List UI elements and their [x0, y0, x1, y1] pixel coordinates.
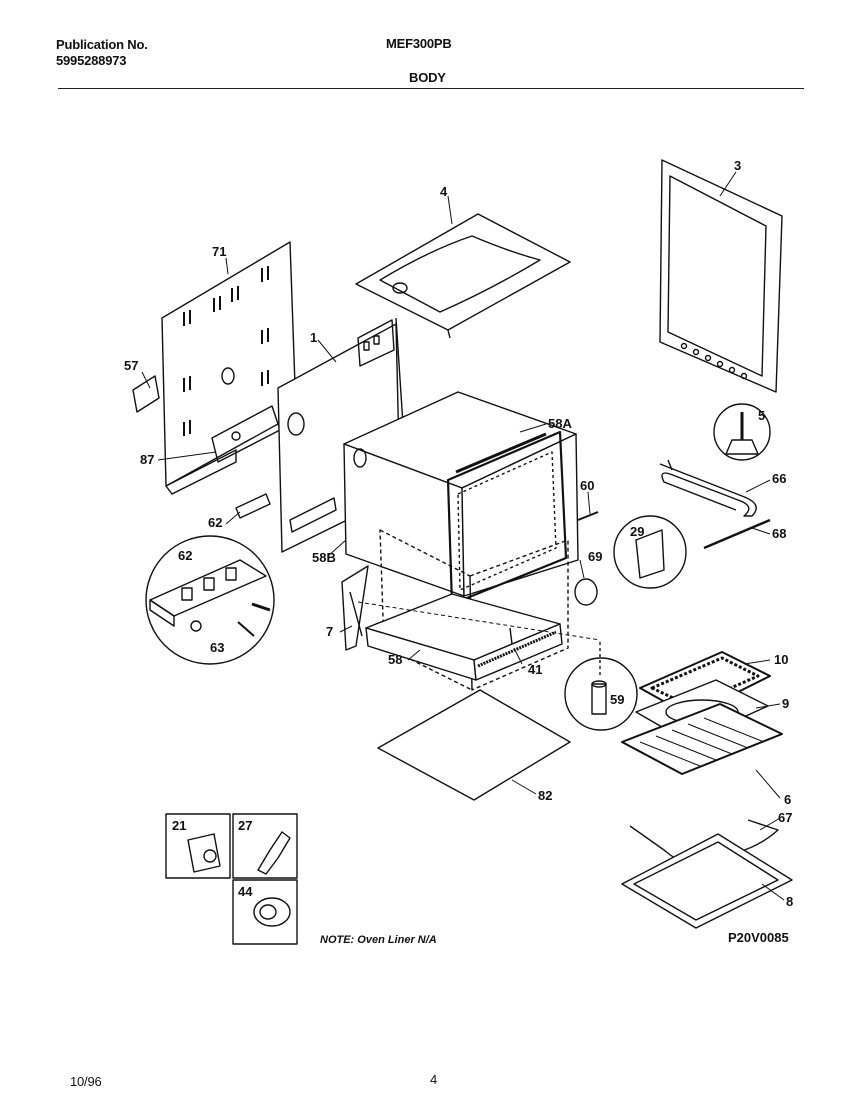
part-small-plate [132, 375, 160, 413]
callout-69: 69 [588, 549, 602, 564]
callout-59: 59 [610, 692, 624, 707]
part-clip-21 [187, 833, 221, 873]
callout-63: 63 [210, 640, 224, 655]
accessory-box-44 [232, 879, 298, 945]
callout-58b: 58B [312, 550, 336, 565]
publication-label: Publication No. [56, 37, 148, 52]
part-sensor [577, 511, 599, 521]
part-leveling-leg [725, 412, 759, 455]
footer-page-number: 4 [430, 1072, 438, 1087]
part-socket [591, 642, 607, 715]
callout-1: 1 [310, 330, 317, 345]
callout-67: 67 [778, 810, 792, 825]
part-oven-cavity [343, 391, 579, 606]
part-rear-panel [161, 241, 297, 495]
callout-58a: 58A [548, 416, 572, 431]
callout-68: 68 [772, 526, 786, 541]
part-broil-element [659, 463, 757, 517]
callout-29: 29 [630, 524, 644, 539]
part-terminal-block-detail [149, 559, 271, 637]
callout-7: 7 [326, 624, 333, 639]
oven-liner-note: NOTE: Oven Liner N/A [320, 934, 437, 946]
part-bottom-plate [377, 689, 571, 801]
publication-number: 5995288973 [56, 53, 127, 68]
callout-41: 41 [528, 662, 542, 677]
part-light-lens [574, 578, 598, 606]
callout-3: 3 [734, 158, 741, 173]
callout-8: 8 [786, 894, 793, 909]
model-number: MEF300PB [386, 36, 452, 51]
callout-21: 21 [172, 818, 186, 833]
callout-10: 10 [774, 652, 788, 667]
callout-9: 9 [782, 696, 789, 711]
callout-60: 60 [580, 478, 594, 493]
part-bracket [703, 518, 771, 550]
callout-87: 87 [140, 452, 154, 467]
section-title: BODY [409, 70, 446, 85]
part-top-panel [355, 213, 571, 339]
callout-71: 71 [212, 244, 226, 259]
part-bracket-27 [257, 831, 291, 875]
part-door-panel [659, 159, 783, 393]
part-terminal-block [235, 493, 271, 519]
part-door-latch [635, 529, 665, 579]
part-oven-bottom [621, 833, 793, 929]
callout-66: 66 [772, 471, 786, 486]
accessory-box-21 [165, 813, 231, 879]
callout-6: 6 [784, 792, 791, 807]
callout-5: 5 [758, 408, 765, 423]
callout-62-detail: 62 [178, 548, 192, 563]
part-clip [509, 627, 513, 645]
callout-62-top: 62 [208, 515, 222, 530]
footer-date: 10/96 [70, 1074, 102, 1089]
callout-82: 82 [538, 788, 552, 803]
header-divider [58, 88, 804, 89]
detail-circle-socket [564, 657, 638, 731]
accessory-box-27 [232, 813, 298, 879]
callout-27: 27 [238, 818, 252, 833]
callout-44: 44 [238, 884, 253, 899]
callout-57: 57 [124, 358, 138, 373]
callout-58: 58 [388, 652, 402, 667]
part-knob-44 [253, 897, 291, 927]
figure-code: P20V0085 [728, 930, 789, 945]
part-cabinet-frame [379, 529, 569, 691]
callout-4: 4 [440, 184, 448, 199]
part-oven-rack [621, 703, 783, 775]
